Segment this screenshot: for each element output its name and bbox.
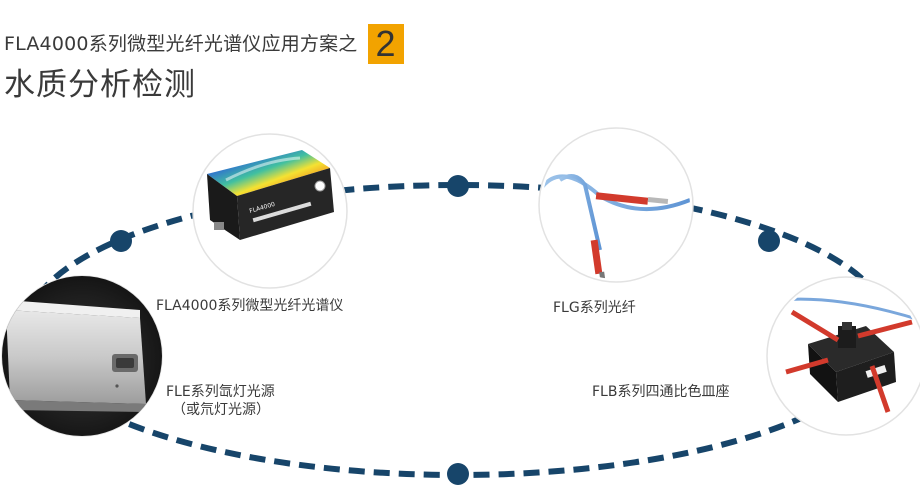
solution-number-badge: 2 bbox=[367, 24, 404, 64]
solution-subtitle: FLA4000系列微型光纤光谱仪应用方案之 bbox=[4, 32, 358, 55]
label-cuvette-holder: FLB系列四通比色皿座 bbox=[592, 384, 730, 400]
label-deuterium-lamp: （或氘灯光源） bbox=[172, 402, 270, 418]
spectrometer-photo: FLA4000 bbox=[192, 133, 348, 289]
ring-node bbox=[447, 175, 469, 197]
fiber-photo bbox=[538, 127, 694, 283]
xenon-lamp-photo bbox=[1, 275, 163, 437]
ring-node bbox=[758, 230, 780, 252]
cuvette-holder-photo bbox=[766, 276, 920, 436]
header-line: FLA4000系列微型光纤光谱仪应用方案之 2 bbox=[4, 24, 404, 64]
label-fiber: FLG系列光纤 bbox=[553, 300, 636, 316]
ring-node bbox=[110, 230, 132, 252]
label-spectrometer: FLA4000系列微型光纤光谱仪 bbox=[156, 298, 344, 314]
label-xenon-lamp: FLE系列氙灯光源 bbox=[166, 384, 275, 400]
ring-node bbox=[447, 463, 469, 485]
page-title: 水质分析检测 bbox=[4, 67, 196, 103]
